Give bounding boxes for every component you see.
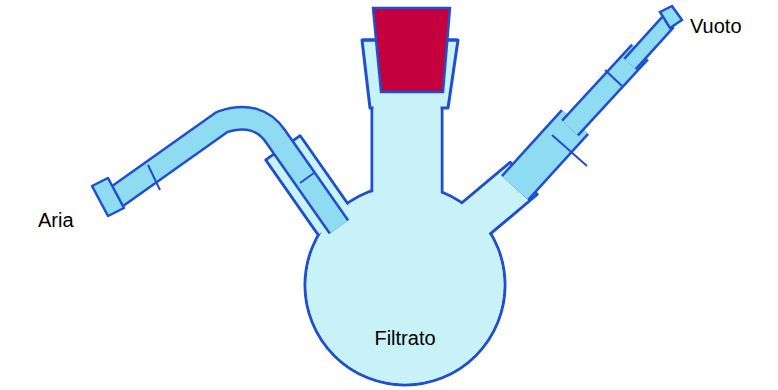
air-tube xyxy=(92,118,339,227)
contents-label: Filtrato xyxy=(374,326,435,350)
vacuum-adapter xyxy=(515,6,682,188)
stopper xyxy=(373,8,450,92)
outlet-label: Vuoto xyxy=(690,14,742,38)
inlet-label: Aria xyxy=(38,208,74,232)
flask-fill xyxy=(268,106,535,384)
